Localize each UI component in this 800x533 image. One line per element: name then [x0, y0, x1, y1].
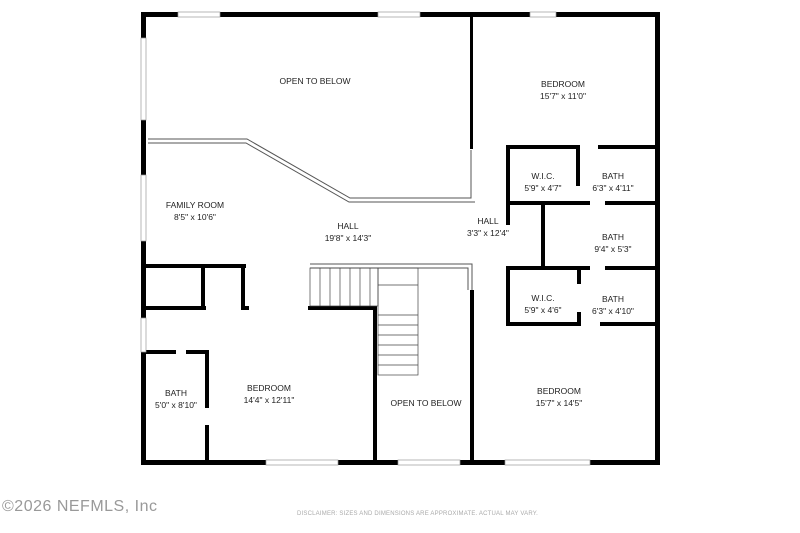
room-open-to-below-2: OPEN TO BELOW	[390, 398, 462, 408]
room-open-to-below-1: OPEN TO BELOW	[279, 76, 351, 86]
stairs	[309, 267, 419, 376]
disclaimer: DISCLAIMER: SIZES AND DIMENSIONS ARE APP…	[297, 511, 539, 517]
room-wic-1: W.I.C.5'9" x 4'7"	[524, 171, 562, 193]
watermark: ©2026 NEFMLS, Inc	[2, 498, 158, 515]
room-wic-2: W.I.C.5'9" x 4'6"	[524, 293, 562, 315]
windows	[140, 11, 591, 466]
